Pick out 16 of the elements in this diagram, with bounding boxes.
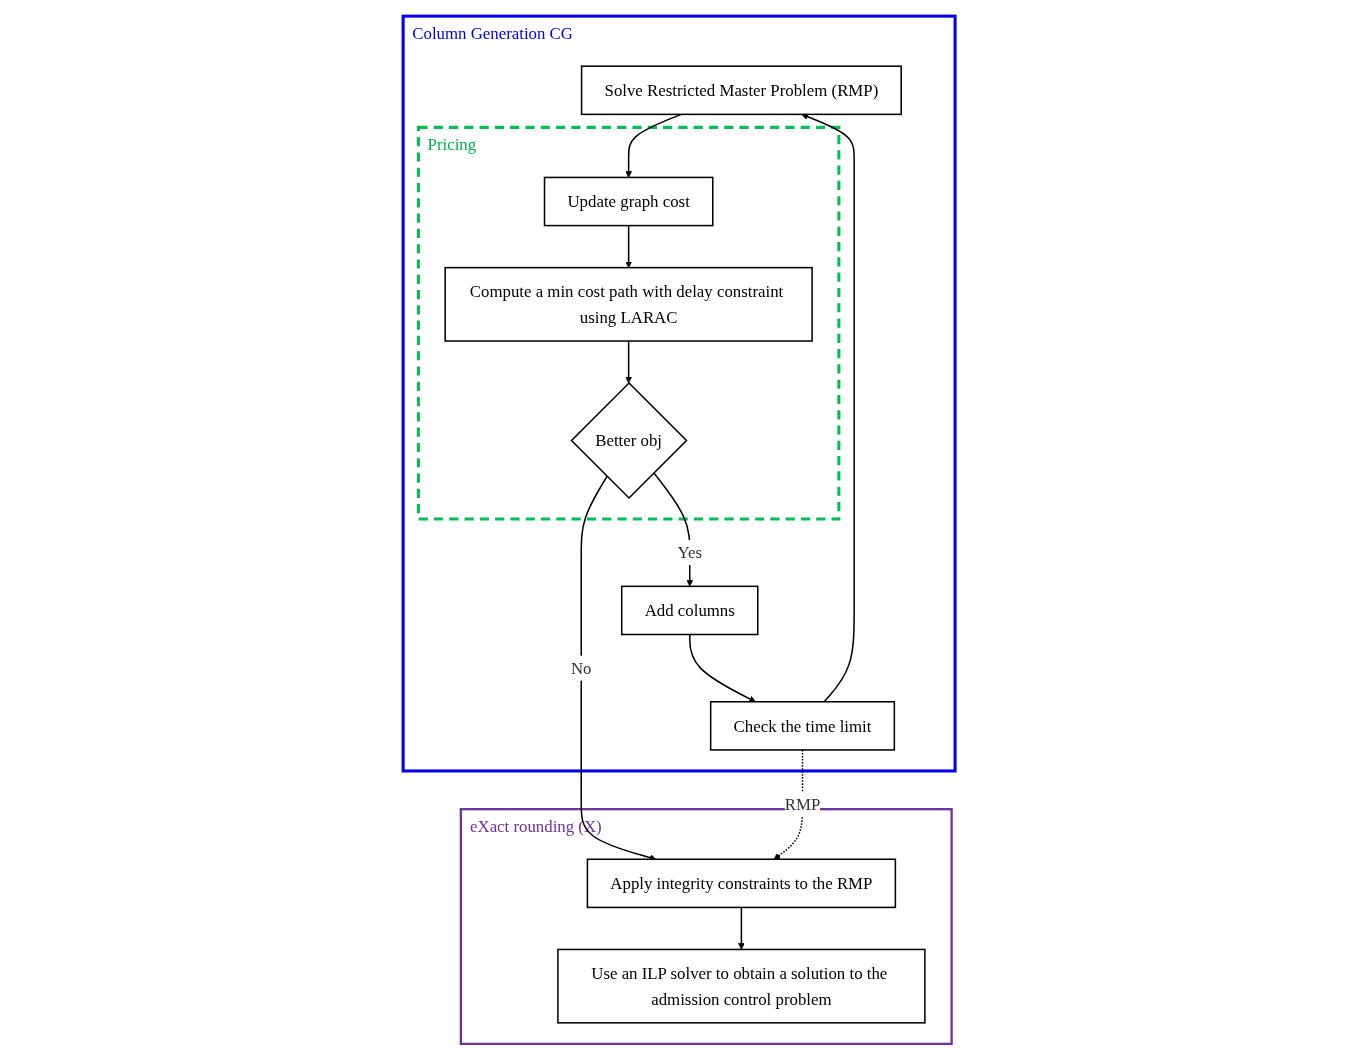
node-box: Update graph cost [544, 176, 714, 227]
node-box: Solve Restricted Master Problem (RMP) [581, 65, 903, 116]
arrow [689, 633, 757, 703]
edge-label: Yes [677, 543, 703, 563]
node-box: Compute a min cost path with delay constraint using LARAC [444, 266, 814, 342]
arrow [738, 906, 746, 950]
arrow [801, 113, 856, 703]
node-box: Apply integrity constraints to the RMP [587, 858, 897, 909]
node-diamond: Better obj [570, 382, 688, 500]
arrow [625, 340, 633, 384]
edge-label: RMP [785, 795, 821, 815]
node-box: Add columns [621, 585, 759, 636]
node-box: Check the time limit [710, 701, 896, 751]
node-box: Use an ILP solver to obtain a solution to the admission control problem [557, 948, 927, 1024]
arrow [625, 224, 633, 268]
edge-label: No [571, 658, 592, 678]
